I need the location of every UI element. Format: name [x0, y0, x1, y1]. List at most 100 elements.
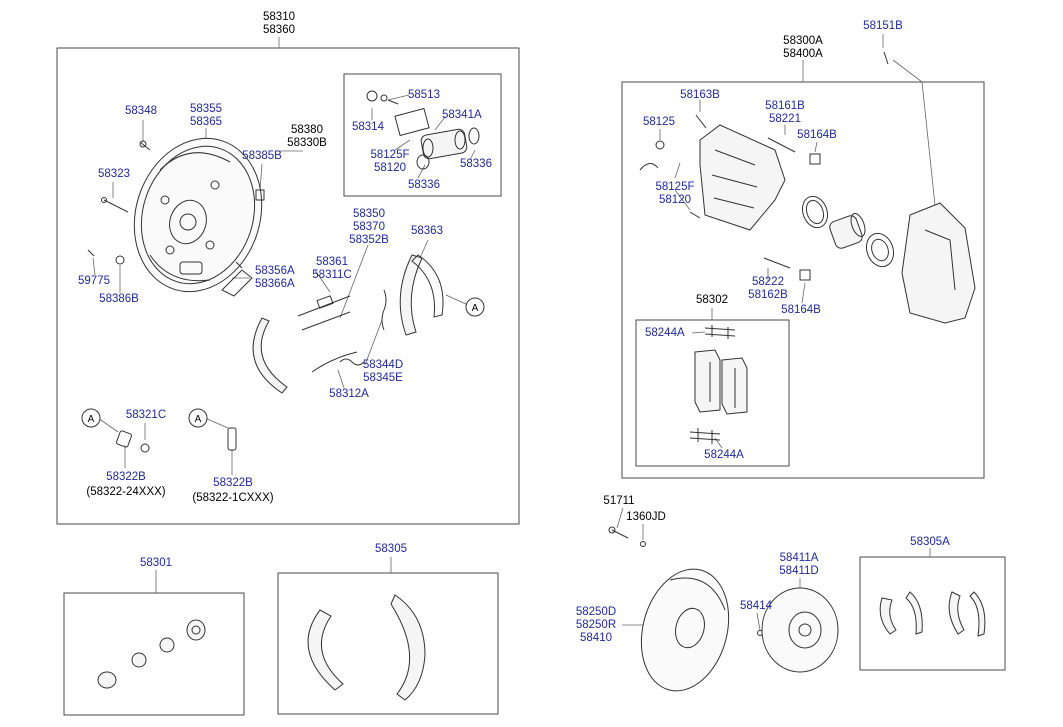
part-label-58321C[interactable]: 58321C [125, 409, 167, 421]
group-label: 58300A 58400A [783, 35, 823, 61]
part-label-58363[interactable]: 58363 [411, 225, 443, 237]
part-label-58322B[interactable]: 58322B [106, 471, 146, 483]
part-number: 58411A [779, 552, 819, 564]
part-label-58513[interactable]: 58513 [408, 89, 440, 101]
part-label-58344D[interactable]: 58344D 58345E [363, 359, 403, 385]
part-label-58151B[interactable]: 58151B [863, 20, 903, 32]
part-number: 58411D [779, 565, 819, 577]
reference-a-mark: A [88, 414, 95, 425]
shoe-kit-box [277, 572, 499, 715]
part-label-58125F[interactable]: 58125F 58120 [370, 149, 409, 175]
part-label-58355[interactable]: 58355 58365 [190, 103, 222, 129]
part-number: 58311C [312, 269, 352, 281]
part-variant-note: (58322-1CXXX) [192, 492, 274, 504]
part-number: 58125F [655, 181, 695, 193]
part-label-58386B[interactable]: 58386B [99, 293, 139, 305]
part-number: 58345E [363, 372, 403, 384]
part-number: 58361 [316, 256, 348, 268]
part-number: 58410 [580, 632, 612, 644]
reference-a-marks [81, 297, 485, 428]
part-number: 58162B [748, 289, 788, 301]
part-number: 58350 [353, 208, 385, 220]
part-number: 58356A [255, 265, 295, 277]
part-label-58164B[interactable]: 58164B [781, 304, 821, 316]
part-number: 58221 [769, 113, 801, 125]
reference-a-mark: A [472, 303, 479, 314]
part-number: 58330B [287, 137, 327, 149]
part-number: 58344D [362, 359, 404, 371]
parking-lever-icon [221, 261, 253, 297]
part-label-58164B[interactable]: 58164B [797, 129, 837, 141]
part-label-58244A[interactable]: 58244A [645, 327, 685, 339]
brake-disc-icon [761, 587, 839, 673]
part-number: 58222 [752, 276, 784, 288]
rear-drum-brake-group-box [56, 47, 520, 525]
part-label-58380[interactable]: 58380 58330B [287, 124, 327, 150]
part-label-58301[interactable]: 58301 [140, 557, 172, 569]
part-label-58323[interactable]: 58323 [98, 168, 130, 180]
part-label-58125[interactable]: 58125 [643, 116, 675, 128]
part-number: 58125F [370, 149, 410, 161]
part-label-58348[interactable]: 58348 [125, 105, 157, 117]
part-number: 58355 [190, 103, 222, 115]
part-label-58305A[interactable]: 58305A [910, 536, 950, 548]
caliper-bracket-icon [699, 124, 786, 231]
parking-shoe-kit-box [859, 556, 1006, 671]
bolt-icon [87, 140, 265, 265]
part-label-58336[interactable]: 58336 [408, 179, 440, 191]
part-number: 58300A [783, 35, 823, 47]
parking-shoe-icon [879, 591, 986, 637]
dust-boot-icon [865, 232, 895, 268]
part-number: 58352B [349, 234, 389, 246]
part-label-59775[interactable]: 59775 [78, 275, 110, 287]
adjuster-spring-icon [116, 427, 237, 453]
piston-seal-icon [801, 195, 829, 229]
part-label-58305[interactable]: 58305 [375, 543, 407, 555]
part-label-58350[interactable]: 58350 58370 58352B [349, 208, 389, 247]
part-number: 58120 [374, 162, 406, 174]
part-number: 58310 [263, 11, 295, 23]
part-number: 58365 [190, 116, 222, 128]
part-label-58250D[interactable]: 58250D 58250R 58410 [576, 606, 616, 645]
part-label-58222[interactable]: 58222 58162B [748, 276, 788, 302]
part-number: 58400A [783, 48, 823, 60]
part-number: 58370 [353, 221, 385, 233]
part-label-58411A[interactable]: 58411A 58411D [779, 552, 818, 578]
part-label-58302[interactable]: 58302 [696, 294, 728, 306]
shoe-kit-icon [307, 594, 426, 701]
part-label-58322B[interactable]: 58322B [213, 477, 253, 489]
pad-kit-sub-box [635, 319, 790, 467]
part-variant-note: (58322-24XXX) [86, 486, 166, 498]
part-label-58336[interactable]: 58336 [460, 158, 492, 170]
part-number: 58250D [575, 606, 617, 618]
pad-clip-icon [689, 325, 736, 444]
part-label-58385B[interactable]: 58385B [242, 150, 282, 162]
reference-a-text: A A A [88, 303, 479, 425]
part-number: 58250R [575, 619, 617, 631]
group-label: 58310 58360 [263, 11, 295, 37]
caliper-body-icon [901, 202, 976, 324]
leader-lines [92, 34, 936, 631]
guide-pin-icon [639, 51, 889, 281]
dust-cover-icon [640, 568, 730, 692]
part-label-58244A[interactable]: 58244A [704, 449, 744, 461]
part-label-58361[interactable]: 58361 58311C [312, 256, 351, 282]
part-label-58341A[interactable]: 58341A [442, 109, 482, 121]
backing-plate-icon [133, 137, 263, 293]
return-spring-icon [311, 289, 387, 373]
part-number: 58360 [263, 24, 295, 36]
wheel-cylinder-sub-box [343, 73, 502, 197]
part-label-58356A[interactable]: 58356A 58366A [255, 265, 295, 291]
part-label-58161B[interactable]: 58161B 58221 [765, 100, 805, 126]
adjuster-icon [297, 295, 351, 331]
part-label-1360JD[interactable]: 1360JD [626, 511, 666, 523]
part-label-58312A[interactable]: 58312A [329, 388, 369, 400]
part-number: 58161B [765, 100, 805, 112]
part-label-58163B[interactable]: 58163B [680, 89, 720, 101]
part-label-58314[interactable]: 58314 [352, 121, 384, 133]
rubber-cup-icon [97, 619, 206, 689]
part-label-58125F[interactable]: 58125F 58120 [655, 181, 694, 207]
part-label-58414[interactable]: 58414 [740, 600, 772, 612]
part-label-51711[interactable]: 51711 [603, 495, 635, 507]
reference-a-mark: A [195, 414, 202, 425]
